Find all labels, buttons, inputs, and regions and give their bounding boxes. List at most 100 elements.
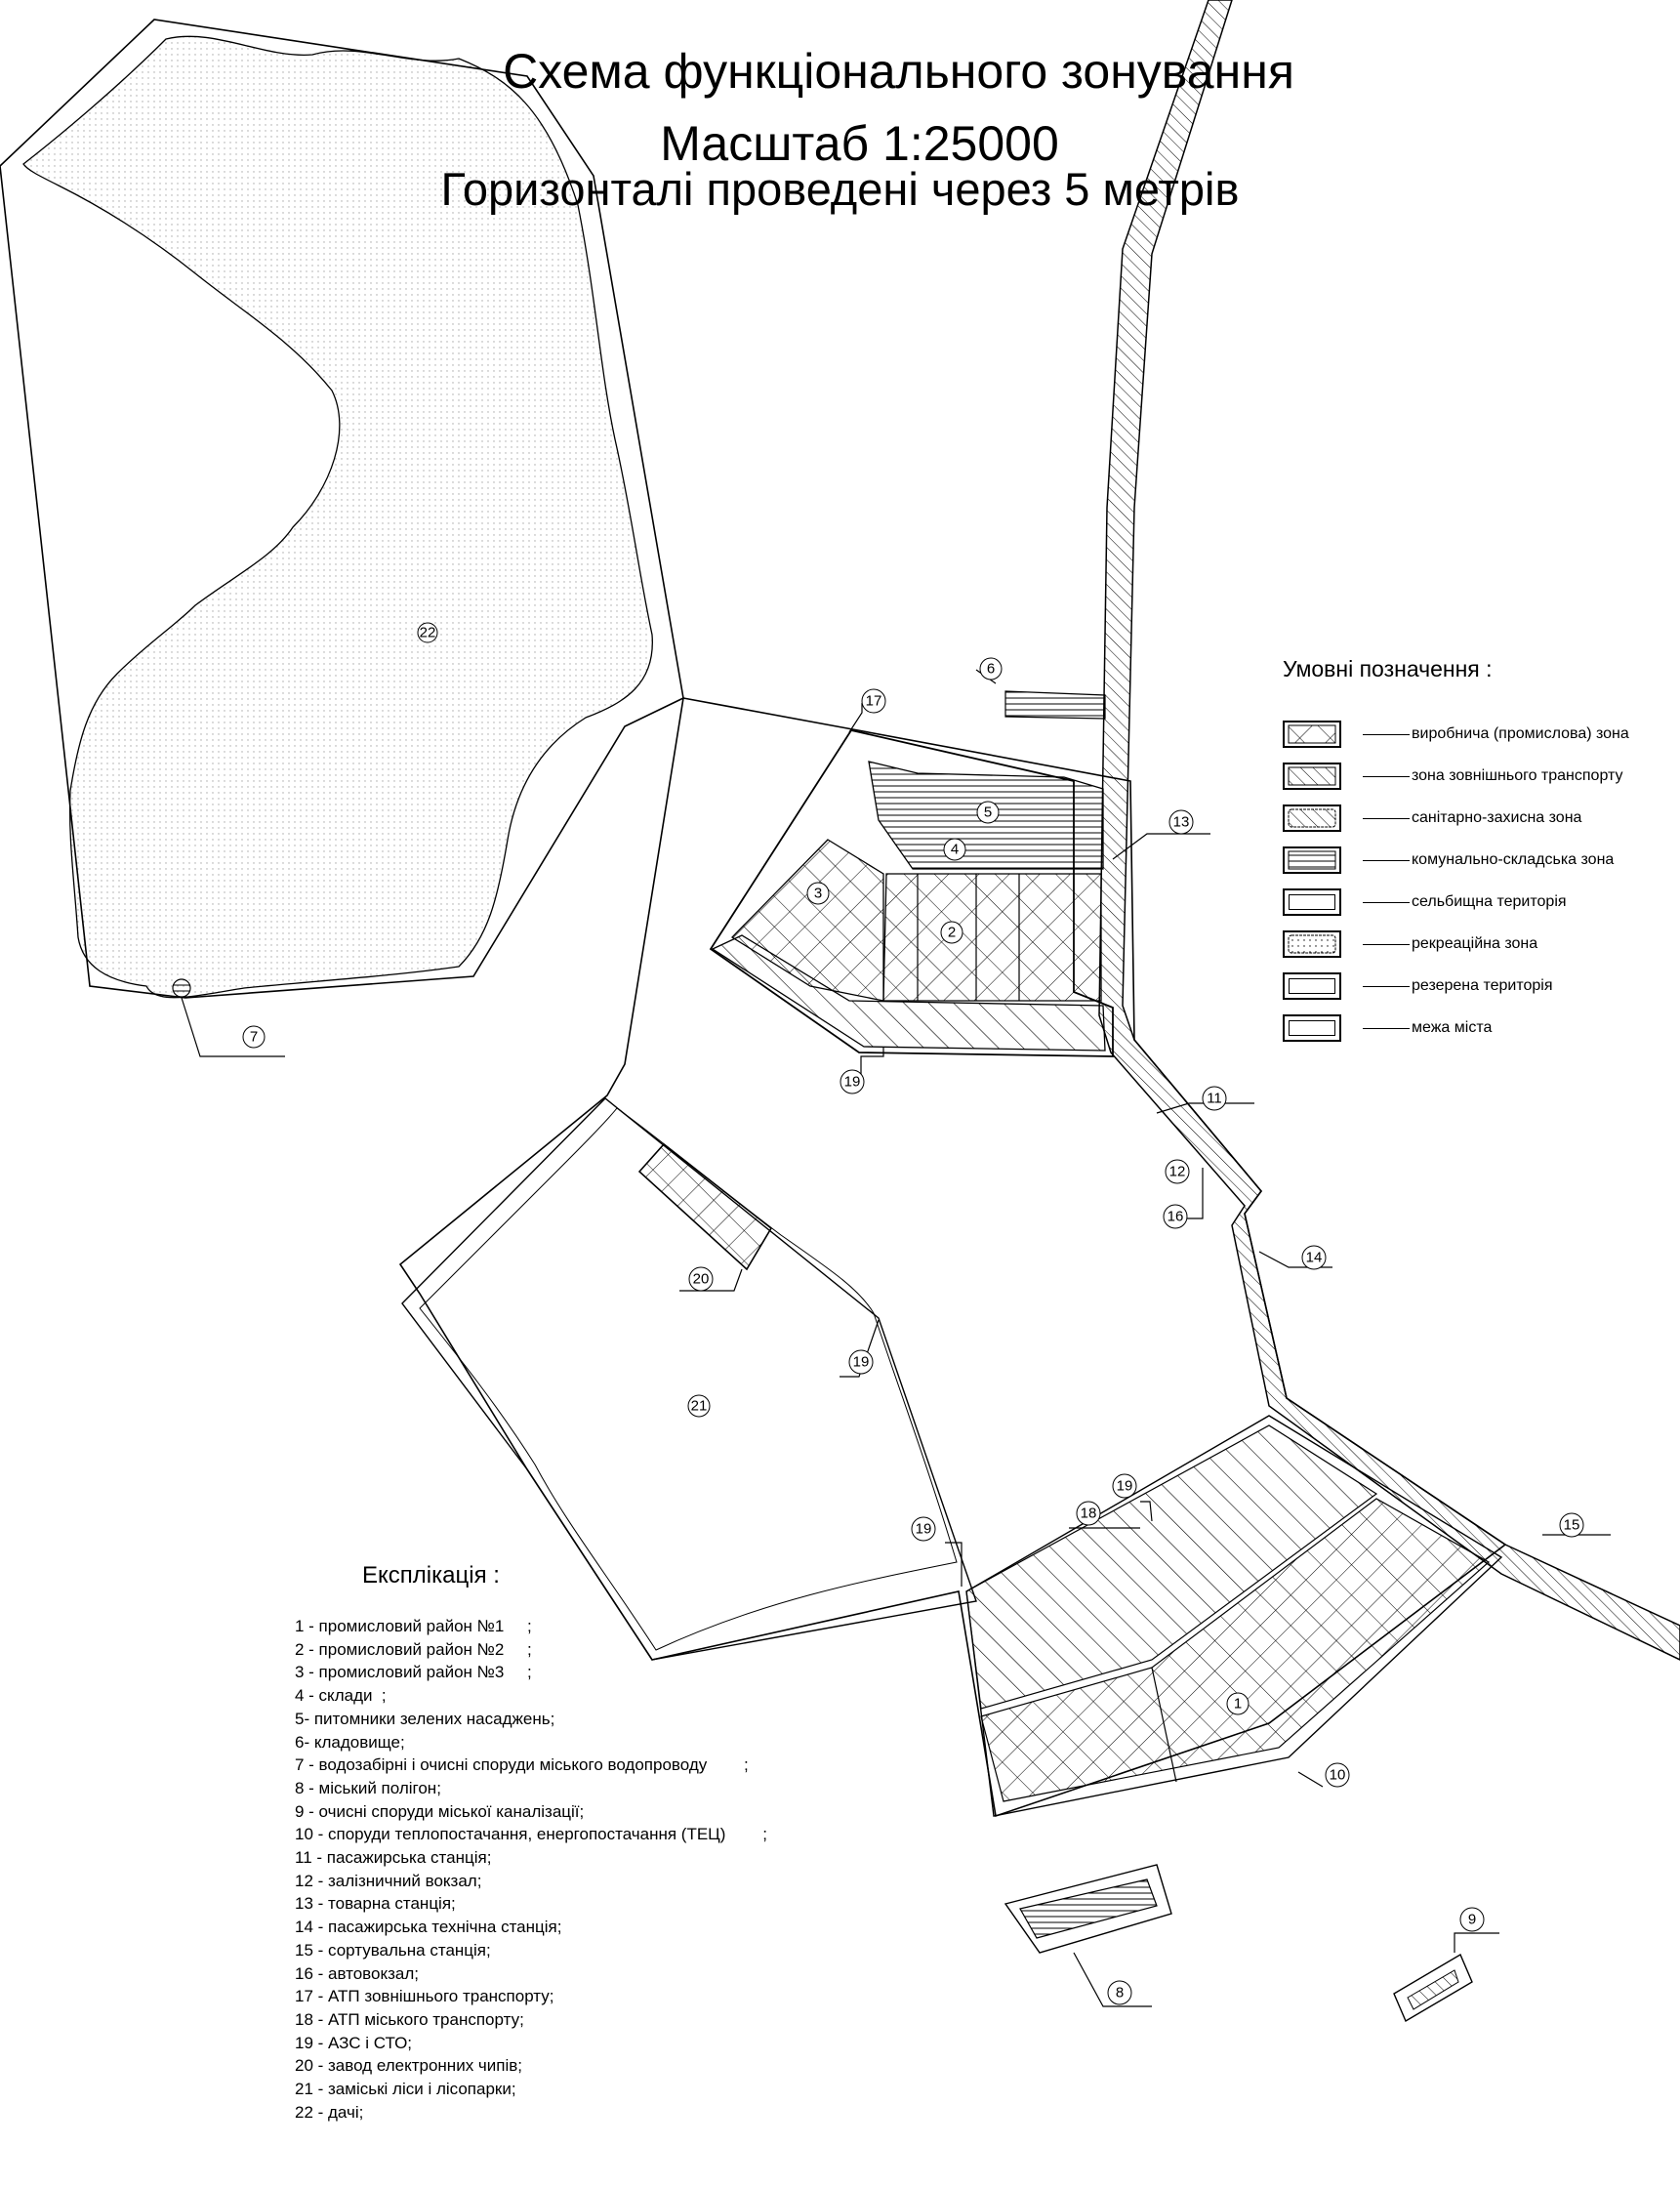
svg-text:19: 19 (1117, 1478, 1133, 1495)
svg-text:13: 13 (1173, 814, 1190, 831)
explication-item: 21 - заміські ліси і лісопарки; (295, 2080, 516, 2099)
legend-swatch-diagonal (1283, 763, 1341, 790)
explication-item: 16 - автовокзал; (295, 1963, 419, 1983)
zone-22-inner (22, 35, 653, 999)
svg-text:19: 19 (916, 1521, 932, 1538)
svg-text:7: 7 (250, 1029, 258, 1046)
marker-5: 5 (976, 801, 1000, 824)
svg-text:5: 5 (984, 805, 992, 821)
zone-7-water-intake (172, 978, 191, 998)
explication-item: 7 - водозабірні і очисні споруди міськог… (295, 1755, 749, 1775)
svg-text:21: 21 (691, 1398, 708, 1415)
svg-text:4: 4 (951, 842, 959, 858)
legend-item-city-boundary: межа міста (1283, 1013, 1492, 1043)
marker-10: 10 (1325, 1762, 1350, 1788)
marker-18: 18 (1076, 1501, 1101, 1526)
marker-17: 17 (861, 688, 886, 714)
legend-item-communal: комунально-складська зона (1283, 846, 1614, 875)
legend-label: санітарно-захисна зона (1412, 809, 1582, 826)
legend-swatch-double-border (1283, 972, 1341, 1000)
marker-3: 3 (806, 882, 830, 905)
marker-12: 12 (1165, 1159, 1190, 1184)
explication-item: 17 - АТП зовнішнього транспорту; (295, 1987, 554, 2006)
svg-text:19: 19 (853, 1354, 870, 1371)
marker-11: 11 (1202, 1086, 1227, 1111)
marker-19a: 19 (840, 1069, 865, 1094)
marker-6: 6 (979, 657, 1003, 681)
explication-item: 12 - залізничний вокзал; (295, 1871, 482, 1890)
zone-20-factory (637, 1142, 773, 1271)
explication-title: Експлікація : (362, 1562, 500, 1589)
svg-text:8: 8 (1116, 1985, 1124, 2001)
map-title: Схема функціонального зонування (503, 44, 1294, 99)
explication-item: 18 - АТП міського транспорту; (295, 2009, 524, 2029)
marker-2: 2 (940, 921, 963, 944)
svg-text:17: 17 (866, 693, 882, 710)
explication-item: 9 - очисні споруди міської каналізації; (295, 1801, 585, 1821)
svg-text:16: 16 (1168, 1209, 1184, 1225)
legend-swatch-dotted (1283, 930, 1341, 958)
svg-text:3: 3 (814, 886, 822, 902)
legend-swatch-double-border (1283, 888, 1341, 916)
explication-item: 4 - склади ; (295, 1686, 387, 1706)
legend-item-transport: зона зовнішнього транспорту (1283, 762, 1623, 791)
marker-9: 9 (1459, 1907, 1485, 1932)
zone-diagonal-north (711, 934, 1106, 1052)
legend-label: резерена територія (1412, 977, 1553, 994)
marker-19d: 19 (911, 1516, 936, 1542)
marker-15: 15 (1559, 1512, 1584, 1538)
svg-text:20: 20 (693, 1271, 710, 1288)
legend-swatch-horizontal (1283, 846, 1341, 874)
marker-21: 21 (687, 1394, 711, 1418)
legend-item-sanitary: санітарно-захисна зона (1283, 804, 1581, 833)
zone-south-outer (965, 1415, 1503, 1817)
svg-text:10: 10 (1330, 1767, 1346, 1784)
legend-item-industrial: виробнича (промислова) зона (1283, 720, 1629, 749)
marker-20: 20 (688, 1266, 714, 1292)
legend-label: виробнича (промислова) зона (1412, 725, 1629, 742)
zone-crosshatch-2 (882, 873, 1102, 1002)
marker-4: 4 (943, 838, 966, 861)
legend-label: рекреаційна зона (1412, 935, 1538, 952)
legend-label: комунально-складська зона (1412, 851, 1615, 868)
marker-7: 7 (242, 1025, 266, 1049)
map-scale: Масштаб 1:25000 (660, 116, 1059, 171)
zone-22-boundary (0, 19, 684, 999)
svg-text:6: 6 (987, 661, 995, 678)
explication-item: 19 - АЗС і СТО; (295, 2033, 413, 2052)
legend-item-recreation: рекреаційна зона (1283, 929, 1537, 959)
legend-swatch-diagonal-wavy (1283, 805, 1341, 832)
marker-13: 13 (1168, 809, 1194, 835)
legend-title: Умовні позначення : (1283, 656, 1493, 681)
explication-item: 5- питомники зелених насаджень; (295, 1709, 555, 1728)
explication-list: 1 - промисловий район №1 ; 2 - промислов… (295, 1615, 767, 2124)
legend-item-reserve: резерена територія (1283, 971, 1553, 1001)
svg-text:11: 11 (1207, 1091, 1222, 1107)
marker-19c: 19 (1112, 1473, 1137, 1499)
legend-swatch-double-border (1283, 1014, 1341, 1042)
explication-item: 13 - товарна станція; (295, 1894, 456, 1914)
legend-label: межа міста (1412, 1019, 1493, 1036)
marker-22: 22 (417, 622, 438, 643)
marker-1: 1 (1226, 1692, 1250, 1715)
explication-item: 2 - промисловий район №2 ; (295, 1639, 532, 1659)
marker-14: 14 (1301, 1245, 1327, 1270)
explication-item: 8 - міський полігон; (295, 1778, 441, 1797)
explication-item: 14 - пасажирська технічна станція; (295, 1918, 562, 1937)
svg-text:1: 1 (1234, 1696, 1242, 1712)
marker-8: 8 (1107, 1980, 1132, 2005)
explication-item: 11 - пасажирська станція; (295, 1848, 492, 1868)
marker-16: 16 (1163, 1204, 1188, 1229)
svg-text:9: 9 (1468, 1912, 1476, 1928)
explication-item: 22 - дачі; (295, 2102, 364, 2122)
explication-item: 6- кладовище; (295, 1732, 405, 1752)
svg-text:2: 2 (948, 925, 956, 941)
svg-text:18: 18 (1081, 1506, 1097, 1522)
explication-item: 1 - промисловий район №1 ; (295, 1617, 532, 1635)
legend-swatch-crosshatch (1283, 721, 1341, 748)
explication-item: 15 - сортувальна станція; (295, 1940, 491, 1960)
marker-19b: 19 (848, 1349, 874, 1375)
svg-text:19: 19 (844, 1074, 861, 1091)
legend-label: сельбищна територія (1412, 893, 1567, 910)
